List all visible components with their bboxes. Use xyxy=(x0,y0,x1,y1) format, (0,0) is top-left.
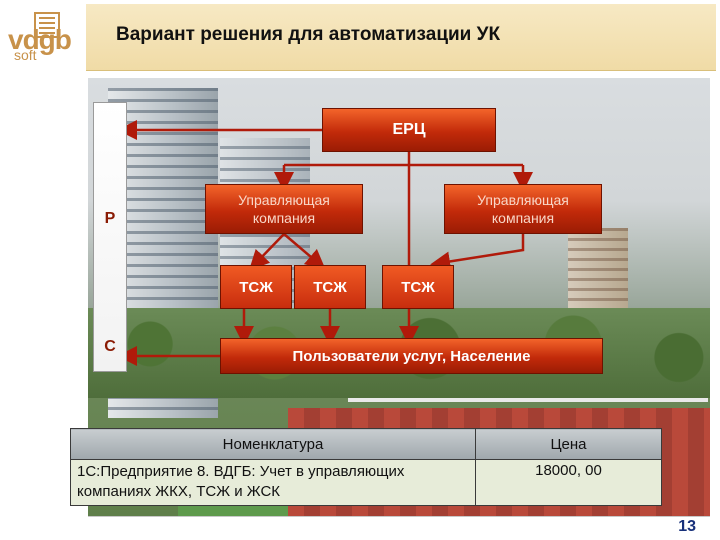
footer-divider xyxy=(88,516,710,517)
slide-title: Вариант решения для автоматизации УК xyxy=(116,24,501,45)
tsj-box: ТСЖ xyxy=(220,265,292,309)
tsj-label: ТСЖ xyxy=(401,278,435,296)
tsj-label: ТСЖ xyxy=(313,278,347,296)
management-company-label: Управляющая компания xyxy=(238,192,330,226)
product-price-cell: 18000, 00 xyxy=(475,459,662,506)
field-line xyxy=(348,398,708,402)
price-table: Номенклатура Цена 1С:Предприятие 8. ВДГБ… xyxy=(70,428,662,506)
column-header-price: Цена xyxy=(475,428,662,460)
table-header-row: Номенклатура Цена xyxy=(70,428,662,460)
header-band: Вариант решения для автоматизации УК xyxy=(86,4,716,71)
management-company-box: Управляющая компания xyxy=(205,184,363,234)
product-name-cell: 1С:Предприятие 8. ВДГБ: Учет в управляющ… xyxy=(70,459,476,506)
rso-letter: Р xyxy=(104,210,116,227)
tsj-box: ТСЖ xyxy=(294,265,366,309)
service-users-label: Пользователи услуг, Население xyxy=(292,347,531,365)
management-company-label: Управляющая компания xyxy=(477,192,569,226)
erc-label: ЕРЦ xyxy=(392,121,426,138)
service-users-box: Пользователи услуг, Население xyxy=(220,338,603,374)
column-header-nomenclature: Номенклатура xyxy=(70,428,476,460)
rso-box: Р С О xyxy=(93,102,127,483)
rso-letter: С xyxy=(104,338,116,355)
vdgb-logo: vdgb soft xyxy=(6,4,80,62)
logo-wordmark: vdgb xyxy=(8,24,72,55)
logo-subtitle: soft xyxy=(14,47,37,63)
erc-box: ЕРЦ xyxy=(322,108,496,152)
table-row: 1С:Предприятие 8. ВДГБ: Учет в управляющ… xyxy=(70,459,662,506)
logo-emblem-icon xyxy=(34,12,60,38)
tsj-label: ТСЖ xyxy=(239,278,273,296)
page-number: 13 xyxy=(678,518,696,535)
management-company-box: Управляющая компания xyxy=(444,184,602,234)
tsj-box: ТСЖ xyxy=(382,265,454,309)
